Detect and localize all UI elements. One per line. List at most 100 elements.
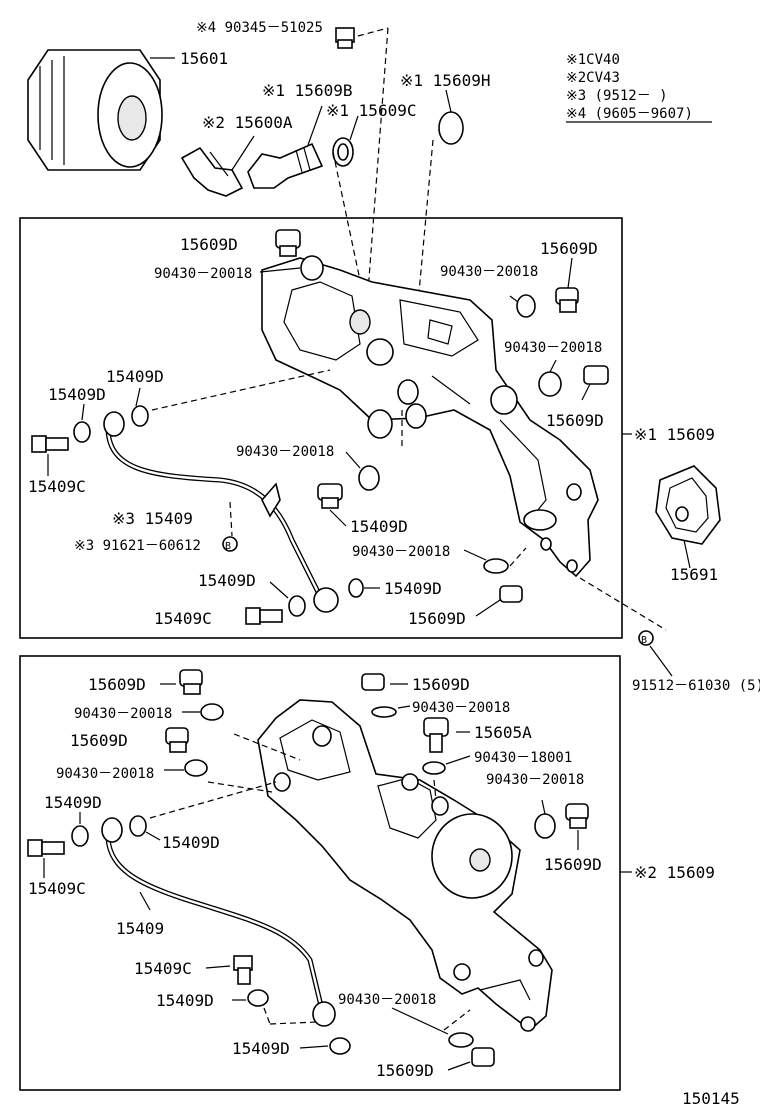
lower-assembly-frame xyxy=(19,655,621,1091)
part-label: 91512－61030 (5) xyxy=(632,678,760,694)
gasket-part xyxy=(288,595,306,617)
washer-part xyxy=(200,703,224,721)
union-bolt-part xyxy=(247,142,324,189)
gasket-part xyxy=(247,989,269,1007)
legend-item: ※4 (9605－9607) xyxy=(566,106,693,122)
part-label: 15609D xyxy=(376,1061,434,1080)
union-bolt-part xyxy=(245,607,283,625)
part-label: 15409D xyxy=(350,517,408,536)
part-label: 15609D xyxy=(540,239,598,258)
diagram-id: 150145 xyxy=(682,1089,740,1108)
part-label: ※2 15600A xyxy=(202,113,293,132)
drain-plug-part xyxy=(471,1047,495,1067)
part-label: 90430－20018 xyxy=(440,264,538,280)
union-bolt-part xyxy=(423,717,449,753)
part-label: ※1 15609B xyxy=(262,81,352,100)
part-label: 15409D xyxy=(198,571,256,590)
legend: ※1CV40 ※2CV43 ※3 (9512－ ) ※4 (9605－9607) xyxy=(566,52,712,123)
washer-part xyxy=(300,255,324,281)
part-label: ※3 91621－60612 xyxy=(74,538,201,554)
part-label: 90430－20018 xyxy=(504,340,602,356)
part-label: 15409C xyxy=(134,959,192,978)
cooler-gasket-part xyxy=(655,465,721,545)
part-label: 15691 xyxy=(670,565,718,584)
part-label: 15609D xyxy=(70,731,128,750)
gasket-part xyxy=(348,578,364,598)
part-label: ※4 90345－51025 xyxy=(196,20,323,36)
washer-part xyxy=(448,1032,474,1048)
upper-assembly-frame xyxy=(19,217,623,639)
union-fitting-part xyxy=(180,146,244,197)
ref-marker-b: B xyxy=(222,536,238,552)
gasket-part xyxy=(73,421,91,443)
gasket-part xyxy=(131,405,149,427)
gasket-part xyxy=(71,825,89,847)
part-label: 15609D xyxy=(412,675,470,694)
part-label: ※1 15609H xyxy=(400,71,490,90)
drain-plug-part xyxy=(555,287,579,313)
part-label: 15409 xyxy=(116,919,164,938)
legend-item: ※3 (9512－ ) xyxy=(566,88,668,104)
washer-part xyxy=(483,558,509,574)
part-label: 15601 xyxy=(180,49,228,68)
part-label: 90430－20018 xyxy=(56,766,154,782)
svg-text:B: B xyxy=(225,541,231,552)
part-label: ※2 15609 xyxy=(634,863,715,882)
drain-plug-part xyxy=(583,365,609,385)
union-bolt-part xyxy=(31,435,69,453)
part-label: 15409C xyxy=(154,609,212,628)
washer-part xyxy=(422,761,446,775)
drain-plug-part xyxy=(499,585,523,603)
part-label: 90430－20018 xyxy=(154,266,252,282)
part-label: 15409D xyxy=(48,385,106,404)
part-label: 15609D xyxy=(408,609,466,628)
part-label: 15409C xyxy=(28,477,86,496)
drain-plug-part xyxy=(565,803,589,829)
part-label: 15409D xyxy=(232,1039,290,1058)
part-label: ※1 15609 xyxy=(634,425,715,444)
washer-part xyxy=(358,465,380,491)
ref-marker-b: B xyxy=(638,630,654,646)
union-bolt-part xyxy=(233,955,253,985)
drain-plug-part xyxy=(361,673,385,691)
legend-item: ※2CV43 xyxy=(566,70,620,86)
gasket-part xyxy=(129,815,147,837)
part-label: ※1 15609C xyxy=(326,101,416,120)
legend-item: ※1CV40 xyxy=(566,52,620,68)
part-label: 90430－20018 xyxy=(236,444,334,460)
washer-part xyxy=(516,294,536,318)
svg-text:B: B xyxy=(641,635,647,646)
drain-plug-part xyxy=(165,727,189,753)
union-bolt-part xyxy=(27,839,65,857)
part-label: 15409D xyxy=(156,991,214,1010)
washer-part xyxy=(371,706,397,718)
drain-plug-part xyxy=(317,483,343,509)
oil-filter-part xyxy=(27,49,163,171)
part-label: 90430－20018 xyxy=(74,706,172,722)
part-label: 90430－18001 xyxy=(474,750,572,766)
part-label: 90430－20018 xyxy=(352,544,450,560)
part-label: 15409D xyxy=(106,367,164,386)
gasket-part xyxy=(329,1037,351,1055)
part-label: 15609D xyxy=(544,855,602,874)
part-label: 90430－20018 xyxy=(412,700,510,716)
part-label: 15609D xyxy=(546,411,604,430)
drain-plug-part xyxy=(179,669,203,695)
part-label: 90430－20018 xyxy=(486,772,584,788)
washer-part xyxy=(534,813,556,839)
washer-part xyxy=(538,371,562,397)
part-label: 15409D xyxy=(384,579,442,598)
part-label: 15605A xyxy=(474,723,532,742)
oil-pipe-part xyxy=(103,411,339,613)
oil-pipe-part xyxy=(101,817,336,1027)
part-label: 90430－20018 xyxy=(338,992,436,1008)
part-label: 15609D xyxy=(88,675,146,694)
part-label: 15409C xyxy=(28,879,86,898)
part-label: 15609D xyxy=(180,235,238,254)
oil-cooler-assembly-upper xyxy=(261,257,599,578)
oil-cooler-assembly-lower xyxy=(257,699,553,1032)
part-label: ※3 15409 xyxy=(112,509,193,528)
bolt-part xyxy=(335,27,355,49)
callout-labels: ※4 90345－51025 15601 ※1 15609B ※2 15600A… xyxy=(28,20,760,1108)
